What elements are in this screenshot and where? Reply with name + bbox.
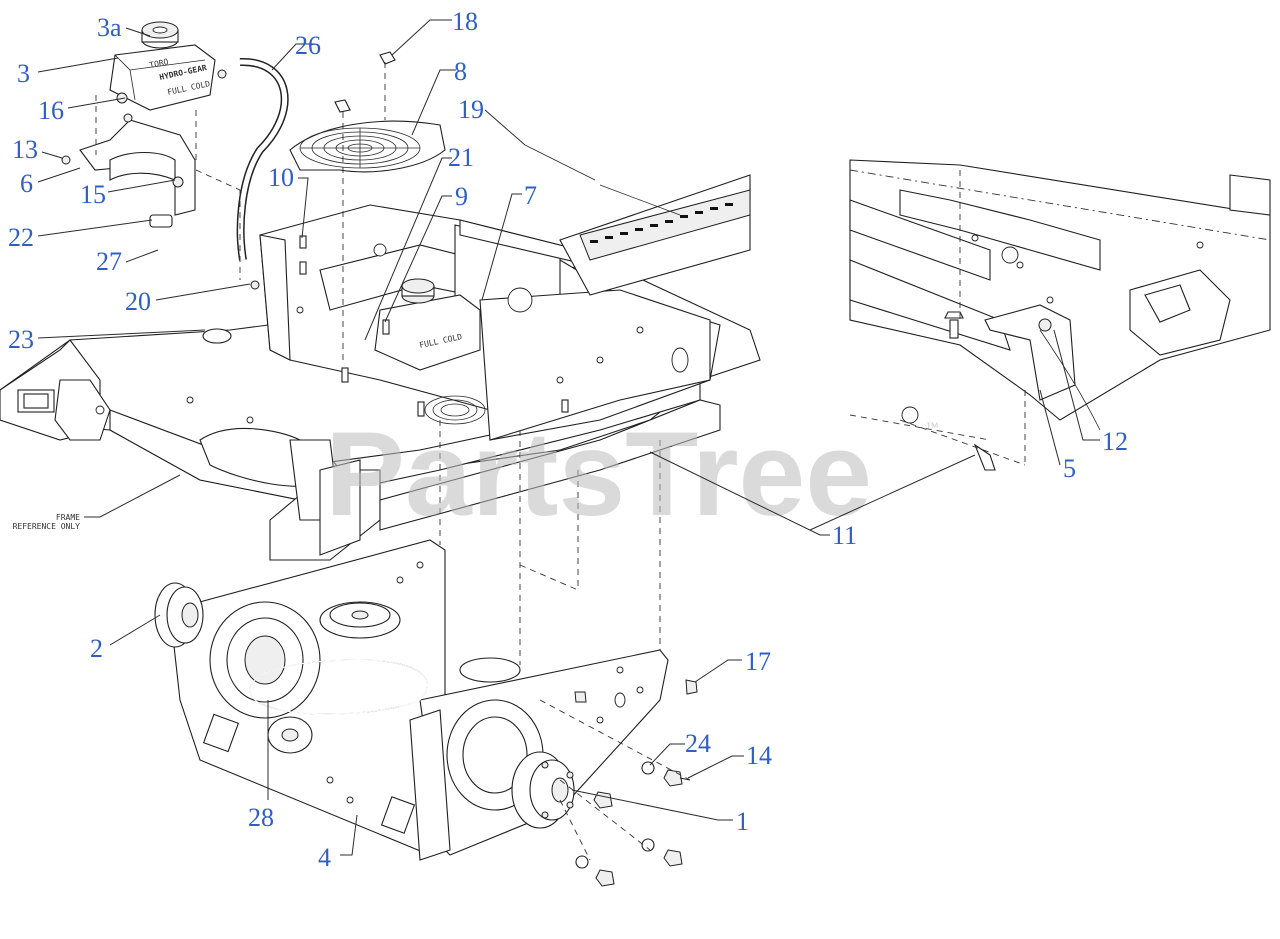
callout-23[interactable]: 23 — [8, 325, 34, 354]
callout-22[interactable]: 22 — [8, 223, 34, 252]
callout-27[interactable]: 27 — [96, 247, 122, 276]
callout-10[interactable]: 10 — [268, 163, 294, 192]
callout-6[interactable]: 6 — [20, 169, 33, 198]
callout-18[interactable]: 18 — [452, 7, 478, 36]
callout-12[interactable]: 12 — [1102, 427, 1128, 456]
callout-17[interactable]: 17 — [745, 647, 771, 676]
callout-16[interactable]: 16 — [38, 96, 64, 125]
callout-3a[interactable]: 3a — [97, 13, 122, 42]
callout-9[interactable]: 9 — [455, 182, 468, 211]
frame-note: FRAME REFERENCE ONLY — [13, 474, 181, 531]
watermark: PartsTree ™ — [325, 407, 939, 541]
callout-28[interactable]: 28 — [248, 803, 274, 832]
frame-note-line2: REFERENCE ONLY — [13, 522, 81, 531]
rail-slots — [590, 203, 733, 243]
callout-7[interactable]: 7 — [524, 181, 537, 210]
reservoir-assembly: HYDRO-GEAR TORO FULL COLD — [61, 21, 289, 344]
callout-21[interactable]: 21 — [448, 143, 474, 172]
main-frame — [0, 174, 761, 561]
callout-20[interactable]: 20 — [125, 287, 151, 316]
callout-labels: 3a 3 16 13 6 15 22 27 20 23 18 26 8 19 2… — [8, 7, 1128, 872]
callout-26[interactable]: 26 — [295, 31, 321, 60]
callout-4[interactable]: 4 — [318, 843, 331, 872]
callout-11[interactable]: 11 — [832, 521, 857, 550]
installed-reservoir: FULL COLD — [299, 144, 681, 425]
callout-15[interactable]: 15 — [80, 180, 106, 209]
frame-note-line1: FRAME — [56, 513, 80, 522]
watermark-text: PartsTree — [325, 407, 872, 541]
bolt-set — [574, 679, 698, 887]
fan-guard — [289, 51, 446, 360]
frame-holes — [95, 243, 689, 424]
callout-8[interactable]: 8 — [454, 57, 467, 86]
callout-1[interactable]: 1 — [736, 807, 749, 836]
callout-2[interactable]: 2 — [90, 634, 103, 663]
callout-14[interactable]: 14 — [746, 741, 772, 770]
detail-view — [849, 159, 1271, 471]
transmission-assembly — [154, 420, 698, 887]
callout-24[interactable]: 24 — [685, 729, 711, 758]
tank-model-label: TORO — [149, 57, 170, 70]
callout-13[interactable]: 13 — [12, 135, 38, 164]
callout-3[interactable]: 3 — [17, 59, 30, 88]
callout-5[interactable]: 5 — [1063, 454, 1076, 483]
callout-19[interactable]: 19 — [458, 95, 484, 124]
watermark-trademark: ™ — [925, 419, 939, 435]
leader-lines — [37, 19, 1100, 856]
